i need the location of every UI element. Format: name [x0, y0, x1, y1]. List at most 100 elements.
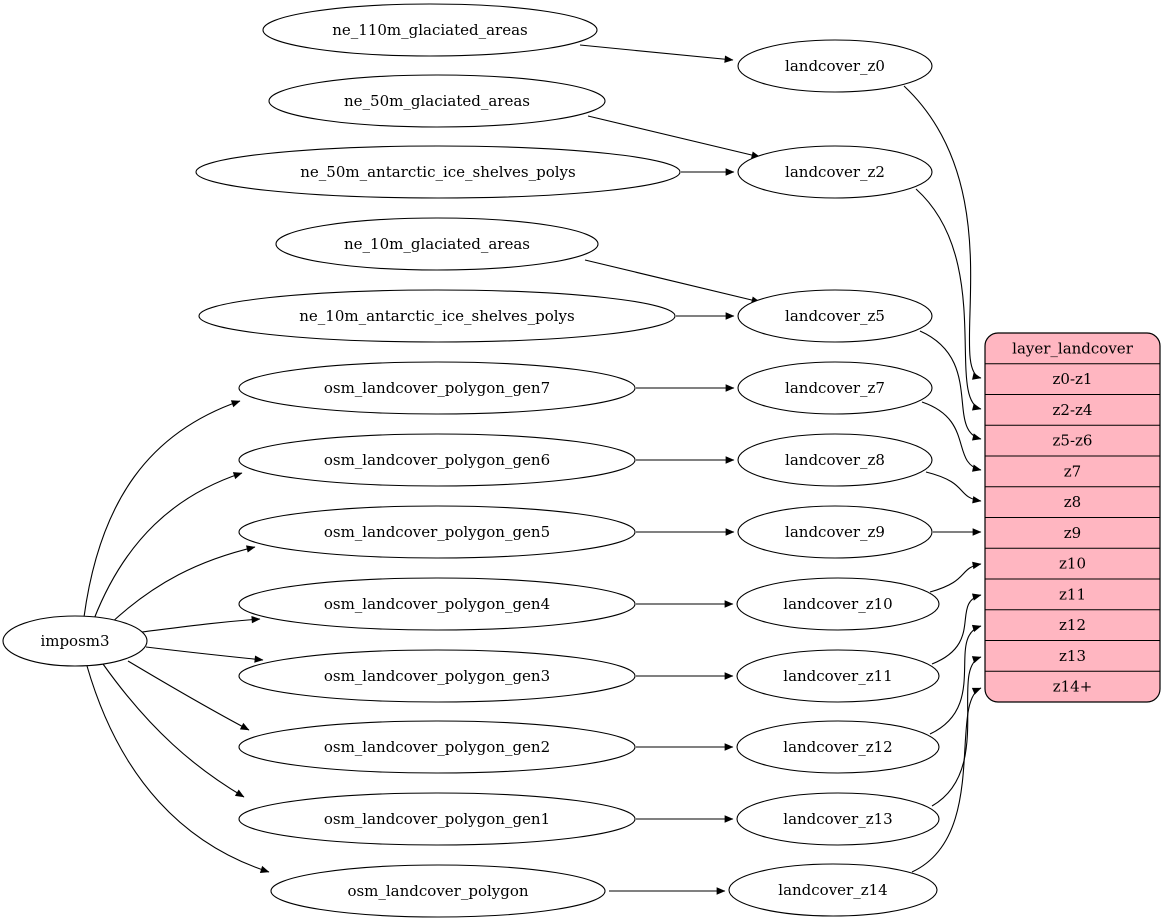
node-imposm3-label: imposm3 [40, 632, 109, 650]
node-osm_landcover_polygon: osm_landcover_polygon [270, 864, 606, 918]
node-osm_landcover_polygon_gen3-label: osm_landcover_polygon_gen3 [324, 667, 550, 685]
node-ne_50m_glaciated_areas-label: ne_50m_glaciated_areas [344, 92, 530, 110]
node-landcover_z10: landcover_z10 [736, 577, 940, 631]
table-row-z13: z13 [1059, 647, 1086, 665]
node-osm_landcover_polygon_gen2-shape [238, 720, 636, 774]
node-landcover_z2: landcover_z2 [737, 145, 933, 199]
node-ne_110m_glaciated_areas-label: ne_110m_glaciated_areas [332, 21, 528, 39]
edge-z10-row [929, 561, 982, 593]
node-landcover_z9-shape [737, 505, 933, 559]
table-row-z0-z1: z0-z1 [1053, 370, 1093, 388]
node-ne_10m_antarctic_ice_shelves_polys-shape [198, 289, 676, 343]
node-imposm3-shape [2, 615, 148, 667]
node-osm_landcover_polygon_gen4-shape [238, 577, 636, 631]
edge-group-imposm3 [83, 400, 270, 873]
edge-imposm3-gen2 [127, 660, 250, 731]
node-osm_landcover_polygon_gen6-label: osm_landcover_polygon_gen6 [324, 451, 550, 469]
node-ne_10m_glaciated_areas-shape [275, 217, 599, 271]
node-osm_landcover_polygon_gen5-shape [238, 505, 636, 559]
node-osm_landcover_polygon_gen6: osm_landcover_polygon_gen6 [238, 433, 636, 487]
edge-imposm3-gen1 [102, 663, 245, 798]
edge-imposm3-gen6 [93, 472, 243, 620]
table-row-z14: z14+ [1053, 678, 1093, 696]
edge-z13-row [931, 656, 982, 807]
table-row-z9: z9 [1064, 524, 1081, 542]
edge-z2-row [915, 188, 982, 411]
edge-imposm3-gen4 [141, 615, 261, 633]
node-ne_110m_glaciated_areas-shape [262, 3, 598, 57]
node-osm_landcover_polygon_gen1-label: osm_landcover_polygon_gen1 [324, 810, 550, 828]
edge-ne50mg-z2 [587, 115, 761, 159]
node-landcover_z14: landcover_z14 [728, 863, 938, 917]
node-landcover_z14-label: landcover_z14 [778, 881, 887, 899]
edge-z14-row [911, 687, 982, 873]
node-landcover_z5-label: landcover_z5 [785, 307, 885, 325]
node-landcover_z2-shape [737, 145, 933, 199]
edge-ne110m-z0 [579, 44, 734, 63]
edge-z11-row [931, 593, 982, 665]
edge-ne10mg-z5 [584, 259, 761, 304]
node-ne_50m_antarctic_ice_shelves_polys-shape [195, 145, 681, 199]
edge-imposm3-gen3 [145, 646, 264, 663]
edge-imposm3-gen7 [83, 400, 241, 618]
node-landcover_z7-label: landcover_z7 [785, 379, 885, 397]
node-landcover_z11-label: landcover_z11 [783, 667, 892, 685]
table-row-z2-z4: z2-z4 [1053, 401, 1093, 419]
node-landcover_z9-label: landcover_z9 [785, 523, 885, 541]
node-landcover_z13: landcover_z13 [736, 792, 940, 846]
node-osm_landcover_polygon_gen4: osm_landcover_polygon_gen4 [238, 577, 636, 631]
edge-z7-row [921, 401, 982, 472]
edge-z5-row [919, 330, 982, 441]
edge-z12-row [929, 624, 982, 735]
node-osm_landcover_polygon_gen7-shape [238, 361, 636, 415]
node-osm_landcover_polygon-label: osm_landcover_polygon [347, 882, 528, 900]
node-osm_landcover_polygon_gen2: osm_landcover_polygon_gen2 [238, 720, 636, 774]
node-landcover_z10-shape [736, 577, 940, 631]
node-landcover_z11-shape [736, 649, 940, 703]
node-ne_10m_glaciated_areas-label: ne_10m_glaciated_areas [344, 235, 530, 253]
node-osm_landcover_polygon_gen7: osm_landcover_polygon_gen7 [238, 361, 636, 415]
node-landcover_z0-shape [737, 39, 933, 93]
node-landcover_z11: landcover_z11 [736, 649, 940, 703]
edge-group-table [903, 85, 982, 873]
node-ne_50m_antarctic_ice_shelves_polys: ne_50m_antarctic_ice_shelves_polys [195, 145, 681, 199]
node-landcover_z8: landcover_z8 [737, 433, 933, 487]
table-row-z8: z8 [1064, 493, 1081, 511]
node-landcover_z8-label: landcover_z8 [785, 451, 885, 469]
node-landcover_z7-shape [737, 361, 933, 415]
node-osm_landcover_polygon_gen5-label: osm_landcover_polygon_gen5 [324, 523, 550, 541]
node-landcover_z5: landcover_z5 [737, 289, 933, 343]
node-landcover_z12: landcover_z12 [736, 720, 940, 774]
table-row-z10: z10 [1059, 555, 1086, 573]
node-landcover_z2-label: landcover_z2 [785, 163, 885, 181]
node-ne_50m_glaciated_areas-shape [268, 74, 606, 128]
table-row-z12: z12 [1059, 616, 1086, 634]
table-row-z7: z7 [1064, 462, 1081, 480]
node-landcover_z8-shape [737, 433, 933, 487]
node-landcover_z14-shape [728, 863, 938, 917]
node-osm_landcover_polygon_gen7-label: osm_landcover_polygon_gen7 [324, 379, 550, 397]
table-title: layer_landcover [1012, 340, 1134, 358]
node-ne_110m_glaciated_areas: ne_110m_glaciated_areas [262, 3, 598, 57]
node-landcover_z9: landcover_z9 [737, 505, 933, 559]
node-osm_landcover_polygon_gen3-shape [238, 649, 636, 703]
node-osm_landcover_polygon_gen5: osm_landcover_polygon_gen5 [238, 505, 636, 559]
edge-z8-row [925, 471, 982, 504]
node-osm_landcover_polygon_gen2-label: osm_landcover_polygon_gen2 [324, 738, 550, 756]
edge-z0-row [903, 85, 982, 380]
node-landcover_z13-label: landcover_z13 [783, 810, 892, 828]
node-ne_10m_antarctic_ice_shelves_polys-label: ne_10m_antarctic_ice_shelves_polys [299, 307, 574, 325]
node-osm_landcover_polygon_gen1: osm_landcover_polygon_gen1 [238, 792, 636, 846]
node-landcover_z7: landcover_z7 [737, 361, 933, 415]
table-row-z11: z11 [1059, 585, 1086, 603]
edge-imposm3-polygon [86, 665, 270, 873]
node-osm_landcover_polygon_gen1-shape [238, 792, 636, 846]
node-landcover_z12-label: landcover_z12 [783, 738, 892, 756]
node-ne_50m_antarctic_ice_shelves_polys-label: ne_50m_antarctic_ice_shelves_polys [300, 163, 575, 181]
node-ne_10m_glaciated_areas: ne_10m_glaciated_areas [275, 217, 599, 271]
node-landcover_z13-shape [736, 792, 940, 846]
edge-imposm3-gen5 [109, 545, 256, 625]
node-ne_50m_glaciated_areas: ne_50m_glaciated_areas [268, 74, 606, 128]
